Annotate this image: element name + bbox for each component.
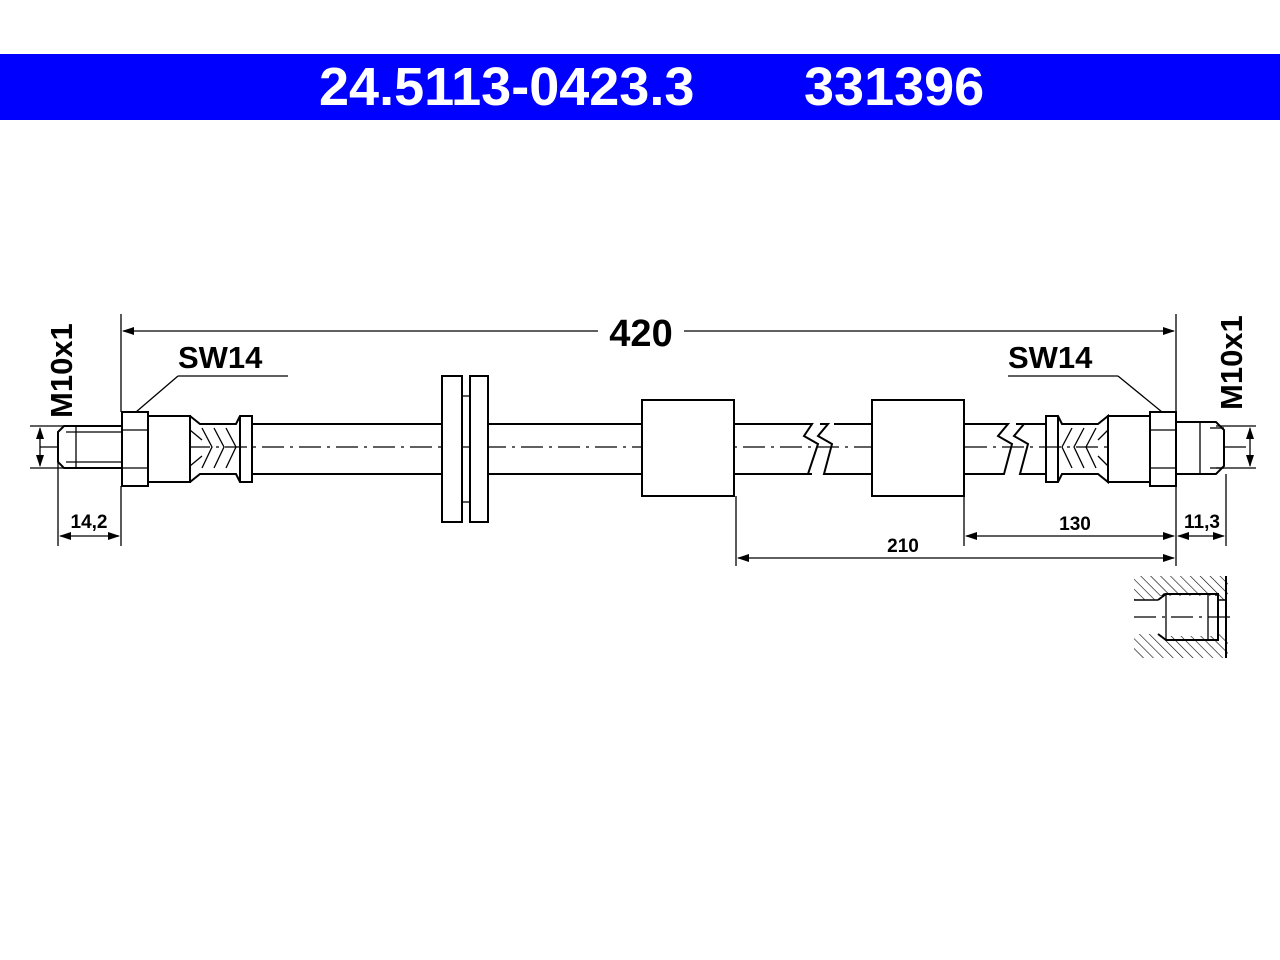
sleeve-to-end-label: 130: [1059, 514, 1091, 535]
dimension-left-thread-length: 14,2: [57, 462, 122, 546]
left-fitting: [57, 411, 253, 487]
header-bar: 24.5113-0423.3 331396: [0, 54, 1280, 120]
thread-dimension-right: M10x1: [1214, 315, 1256, 469]
hose-body: [252, 375, 1046, 523]
part-number: 24.5113-0423.3: [319, 57, 695, 117]
dimension-right-thread-length: 11,3: [1175, 474, 1227, 566]
middle-to-end-label: 210: [887, 536, 919, 557]
dimension-sleeve-to-end: 130: [963, 496, 1175, 546]
wrench-size-left: SW14: [135, 340, 288, 413]
wrench-size-right: SW14: [1008, 340, 1163, 413]
right-thread-label: M10x1: [1214, 315, 1249, 410]
right-fitting: [1045, 411, 1225, 487]
overall-length-label: 420: [609, 313, 672, 355]
thread-dimension-left: M10x1: [30, 323, 79, 469]
port-section-detail: [1134, 576, 1236, 658]
right-wrench-label: SW14: [1008, 340, 1093, 375]
dimension-overall: 420: [120, 313, 1177, 412]
reference-number: 331396: [804, 57, 985, 117]
right-thread-length-label: 11,3: [1184, 512, 1220, 533]
left-thread-length-label: 14,2: [71, 512, 108, 533]
dimension-middle-to-end: 210: [735, 496, 1175, 566]
left-wrench-label: SW14: [178, 340, 263, 375]
left-thread-label: M10x1: [44, 323, 79, 418]
